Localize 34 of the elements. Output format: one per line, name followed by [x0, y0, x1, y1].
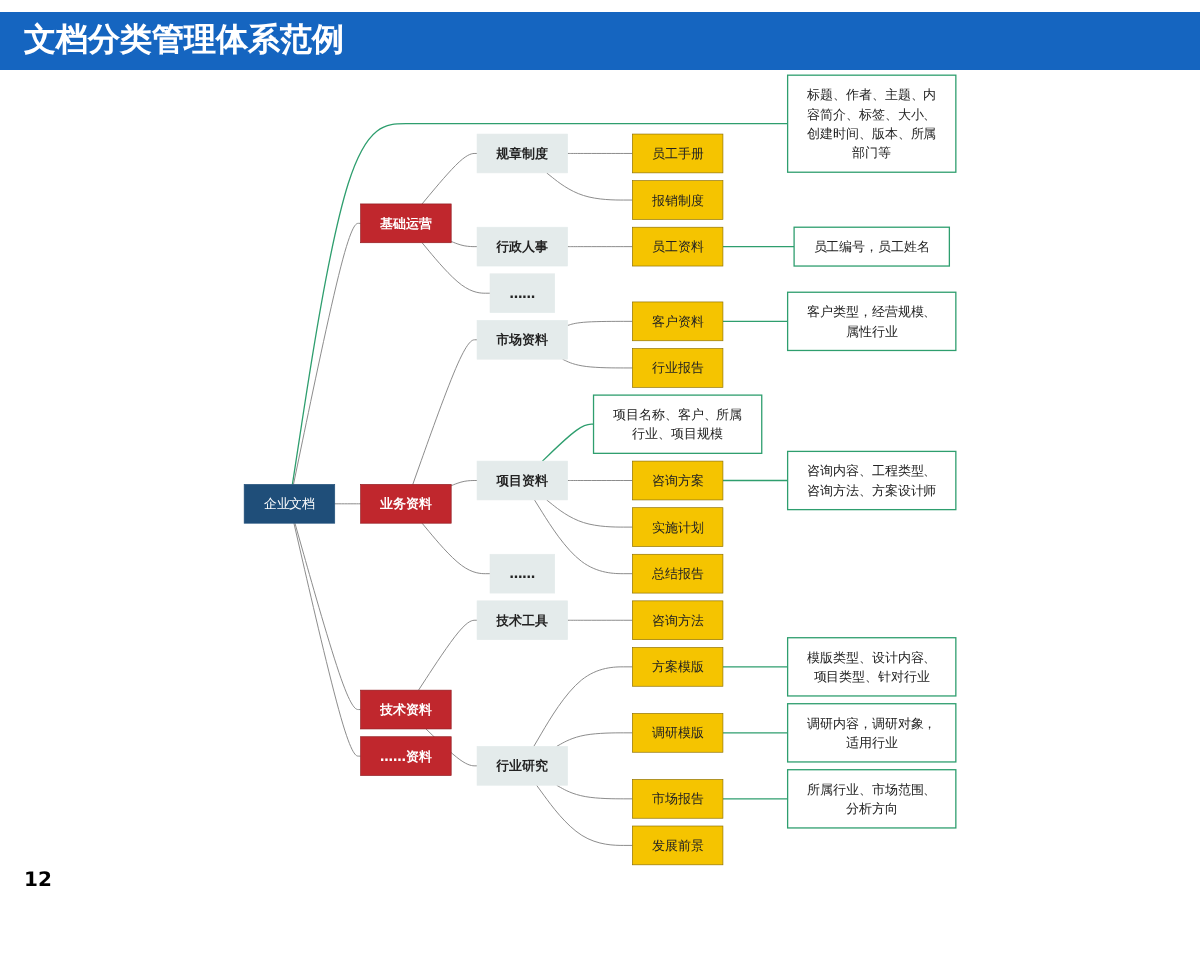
connector — [556, 784, 633, 800]
connector — [546, 172, 633, 201]
connector — [562, 358, 633, 369]
connector — [722, 798, 789, 800]
connector — [567, 152, 633, 154]
connector — [421, 522, 491, 575]
connector — [293, 222, 362, 485]
connector — [567, 246, 633, 248]
connector — [412, 339, 478, 485]
connector — [546, 499, 633, 528]
connector — [291, 123, 789, 486]
connector — [567, 320, 633, 326]
connector — [450, 240, 478, 248]
connector — [722, 479, 789, 482]
connector — [334, 503, 362, 505]
connector — [534, 499, 633, 575]
connector — [722, 666, 789, 668]
connector — [418, 619, 478, 691]
connector — [541, 423, 595, 462]
connector — [450, 480, 478, 487]
connector — [722, 320, 789, 322]
connector — [536, 784, 633, 846]
connector — [421, 242, 491, 294]
connector — [722, 246, 795, 248]
connector — [556, 732, 633, 747]
connector — [722, 732, 789, 734]
title-bar: 文档分类管理体系范例 — [0, 12, 1200, 70]
connector — [567, 480, 633, 481]
connector — [294, 522, 362, 711]
connector — [567, 619, 633, 621]
page-number: 12 — [24, 870, 52, 892]
connector — [293, 522, 362, 757]
connector — [421, 152, 478, 205]
connector — [533, 666, 633, 747]
